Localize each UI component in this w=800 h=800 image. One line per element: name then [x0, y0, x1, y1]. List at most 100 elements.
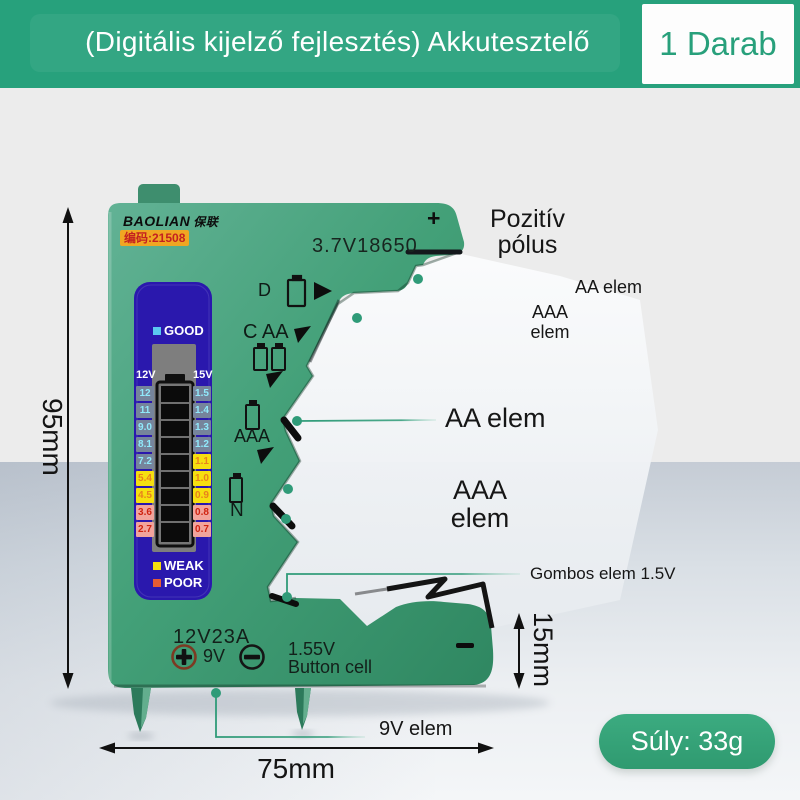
- zigzag-edge-shade: [266, 251, 458, 603]
- slot-pointer-icon: [314, 282, 332, 300]
- positive-mark: +: [427, 205, 441, 231]
- slot-n-label: N: [230, 500, 244, 521]
- c-aa-battery-icons: [253, 343, 286, 371]
- title-banner: (Digitális kijelző fejlesztés) Akkuteszt…: [0, 0, 800, 88]
- spec-9v-label: 9V: [203, 646, 226, 666]
- lcd-cell: 1.0: [193, 471, 211, 486]
- lcd-cell: 0.8: [193, 505, 211, 520]
- arm-height-arrow-head: [513, 673, 525, 689]
- aaa-battery-icon: [245, 400, 260, 430]
- code-badge: 编码:21508: [120, 230, 190, 246]
- positive-terminal-plus: [181, 649, 187, 665]
- lcd-cell: 9.0: [136, 420, 154, 435]
- callout-aa-top: AA elem: [575, 277, 643, 297]
- arm-height-arrow-head: [513, 613, 525, 629]
- callout-button-cell: Gombos elem 1.5V: [530, 564, 676, 583]
- slot-aaa-label: AAA: [234, 426, 271, 446]
- weak-square-icon: [153, 561, 161, 570]
- slot-pointer-icon: [294, 326, 311, 343]
- callout-line: pólus: [497, 231, 558, 259]
- weight-badge: Súly: 33g: [599, 714, 775, 769]
- product-title: (Digitális kijelző fejlesztés) Akkuteszt…: [85, 26, 590, 57]
- negative-terminal-icon: [239, 644, 265, 670]
- cell-18650-label: 3.7V18650: [312, 235, 418, 257]
- callout-aa-mid: AA elem: [445, 403, 546, 433]
- button-cell-slot-edge: [386, 576, 495, 629]
- spec-12v-label: 12V23A: [173, 626, 251, 648]
- slot-d-label: D: [258, 280, 271, 300]
- width-arrow-head: [99, 742, 115, 754]
- battery-graphic-segments: [161, 402, 189, 523]
- banner-inner-panel: [30, 14, 620, 72]
- lcd-cell: 0.9: [193, 488, 211, 503]
- poor-square-icon: [153, 578, 161, 587]
- contact-pin-highlight: [141, 688, 151, 728]
- callout-line: elem: [450, 503, 510, 533]
- callout-aaa-top: AAA elem: [515, 302, 585, 342]
- top-tab: [138, 184, 180, 208]
- slot-pointer-icon: [257, 447, 274, 464]
- pin-shadow: [292, 731, 314, 737]
- slot-pointer-icon: [266, 371, 283, 388]
- button-cell-voltage: 1.55V: [288, 639, 336, 659]
- lcd-cell: 0.7: [193, 522, 211, 537]
- slot-aa-shadow: [280, 416, 302, 442]
- lcd-cell: 4.5: [136, 488, 154, 503]
- callout-line: AAA: [452, 475, 508, 505]
- leader-lines: [211, 274, 560, 738]
- negative-terminal-minus: [244, 654, 260, 660]
- quantity-badge: 1 Darab: [642, 4, 794, 84]
- lcd-cell: 1.5: [193, 386, 211, 401]
- lcd-header-15v: 15V: [193, 369, 213, 381]
- callout-line: elem: [530, 322, 570, 342]
- weak-label: WEAK: [164, 558, 204, 573]
- lcd-left-column: 12 11 9.0 8.1 7.2 5.4 4.5 3.6 2.7: [136, 386, 154, 537]
- callout-line: AAA: [531, 302, 569, 322]
- battery-graphic-fill: [161, 386, 189, 542]
- good-label: GOOD: [164, 323, 204, 338]
- lcd-cell: 7.2: [136, 454, 154, 469]
- pin-shadow: [128, 733, 154, 739]
- slot-wall-shade: [308, 299, 341, 363]
- height-arrow-head: [62, 207, 74, 223]
- dimension-height: 95mm: [37, 398, 68, 476]
- lcd-cell: 5.4: [136, 471, 154, 486]
- button-cell-label: Button cell: [288, 657, 373, 677]
- lcd-poor-flag: POOR: [153, 575, 202, 590]
- lcd-cell: 3.6: [136, 505, 154, 520]
- lcd-cell: 1.4: [193, 403, 211, 418]
- callout-9v: 9V elem: [379, 718, 453, 740]
- button-cell-slot-edge2: [354, 587, 388, 596]
- contact-pin-highlight: [303, 688, 311, 724]
- lcd-cell: 1.3: [193, 420, 211, 435]
- arm-negative-mark: [456, 643, 474, 648]
- lcd-cell: 12: [136, 386, 154, 401]
- lcd-good-flag: GOOD: [153, 323, 204, 338]
- lcd-cell: 8.1: [136, 437, 154, 452]
- brand-name: BAOLIAN: [123, 213, 191, 229]
- dimension-arm-height: 15mm: [528, 612, 558, 688]
- n-battery-icon: [229, 473, 243, 503]
- slot-c-aa-label: C AA: [243, 321, 289, 343]
- lcd-weak-flag: WEAK: [153, 558, 204, 573]
- height-arrow-head: [62, 673, 74, 689]
- lcd-cell: 1.1: [193, 454, 211, 469]
- slot-opening: [268, 253, 658, 628]
- positive-terminal-icon: [171, 644, 197, 670]
- d-battery-icon: [286, 274, 307, 308]
- brand-name-cn: 保联: [193, 215, 219, 229]
- lcd-cell: 2.7: [136, 522, 154, 537]
- callout-line: Pozitív: [489, 205, 566, 233]
- callout-aaa-mid: AAA elem: [438, 476, 522, 532]
- lcd-header-12v: 12V: [136, 369, 156, 381]
- lcd-cell: 11: [136, 403, 154, 418]
- lcd-cell: 1.2: [193, 437, 211, 452]
- dimension-width: 75mm: [257, 753, 335, 784]
- poor-label: POOR: [164, 575, 203, 590]
- good-square-icon: [153, 326, 161, 335]
- callout-positive-pole: Pozitív pólus: [455, 206, 600, 258]
- width-arrow-head: [478, 742, 494, 754]
